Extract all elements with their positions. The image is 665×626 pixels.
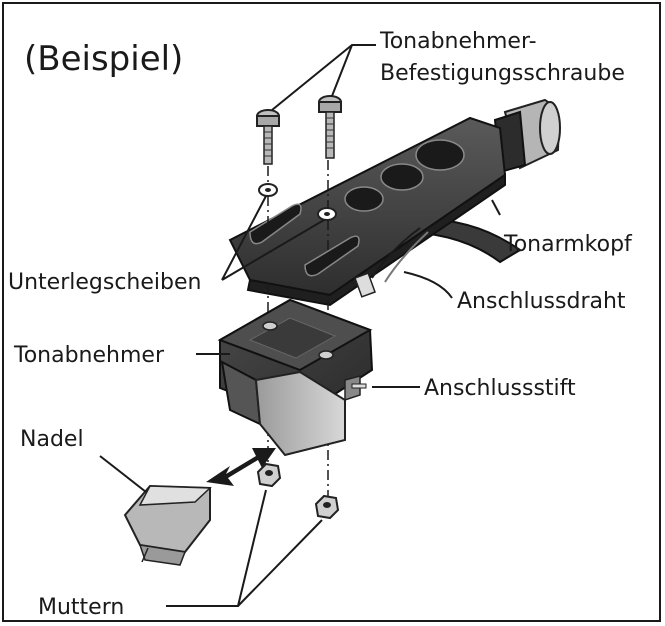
stylus-label: Nadel [20, 427, 84, 452]
pin-label: Anschlussstift [424, 376, 576, 401]
headshell-part [228, 98, 561, 307]
lead-wire-label: Anschlussdraht [457, 289, 626, 314]
cartridge-part [217, 298, 374, 457]
double-arrow-icon [206, 448, 276, 486]
diagram-title: (Beispiel) [24, 39, 183, 79]
mounting-screws [256, 95, 342, 165]
screw-label-line1: Tonabnehmer- [379, 29, 537, 54]
headshell-label: Tonarmkopf [503, 232, 633, 257]
screw-label-line2: Befestigungsschraube [380, 61, 625, 86]
leader-lines [99, 44, 501, 607]
stylus-part [123, 484, 212, 566]
nuts-part [256, 462, 340, 520]
cartridge-label: Tonabnehmer [13, 343, 165, 368]
nuts-label: Muttern [38, 595, 124, 620]
washers-part [258, 183, 337, 221]
washers-label: Unterlegscheiben [8, 270, 201, 295]
